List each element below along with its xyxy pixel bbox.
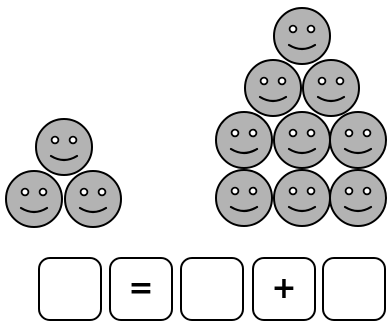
small-triangle-group	[5, 118, 122, 228]
smiley-face-icon	[5, 170, 63, 228]
smiley-face-icon	[215, 111, 273, 169]
smiley-face-icon	[64, 170, 122, 228]
smiley-face-icon	[273, 111, 331, 169]
smiley-face-icon	[302, 59, 360, 117]
smiley-face-icon	[329, 169, 387, 227]
smiley-face-icon	[35, 118, 93, 176]
answer-box-1[interactable]	[38, 257, 102, 321]
plus-sign: +	[271, 271, 297, 306]
smiley-face-icon	[273, 7, 331, 65]
smiley-face-icon	[215, 169, 273, 227]
equals-sign: =	[128, 271, 154, 306]
equals-box: =	[109, 257, 173, 321]
answer-box-3[interactable]	[322, 257, 386, 321]
smiley-face-icon	[329, 111, 387, 169]
plus-box: +	[252, 257, 316, 321]
answer-box-2[interactable]	[180, 257, 244, 321]
smiley-face-icon	[244, 59, 302, 117]
smiley-face-icon	[273, 169, 331, 227]
large-triangle-group	[215, 7, 387, 227]
